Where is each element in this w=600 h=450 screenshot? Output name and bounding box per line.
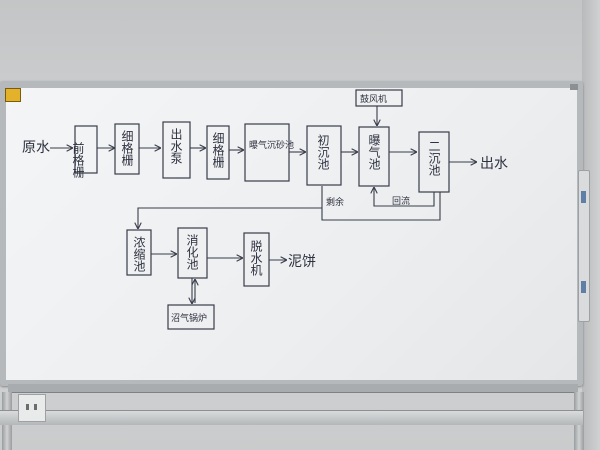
node-label: 浓缩池 bbox=[132, 236, 146, 272]
sludge-to-thickener-line bbox=[138, 207, 322, 228]
node-coarse-screen bbox=[74, 125, 98, 174]
node-label: 曝气池 bbox=[367, 134, 381, 170]
node-primary-clarifier bbox=[306, 125, 342, 186]
marker-tray bbox=[8, 384, 578, 393]
node-label: 细格栅 bbox=[120, 130, 134, 166]
excess-sludge-line bbox=[321, 186, 441, 221]
stand-crossbar bbox=[0, 410, 583, 425]
socket-slot bbox=[26, 404, 29, 410]
sludge-cake-label: 泥饼 bbox=[288, 254, 316, 270]
wall-corner bbox=[582, 0, 600, 450]
side-marker-holder bbox=[578, 170, 590, 322]
node-label: 二沉池 bbox=[427, 140, 441, 176]
return-label: 回流 bbox=[392, 195, 410, 207]
node-label: 前格栅 bbox=[71, 141, 85, 178]
node-aeration-grit bbox=[244, 123, 290, 182]
node-label: 曝气沉砂池 bbox=[249, 139, 294, 151]
power-socket-icon bbox=[18, 394, 46, 422]
node-label: 出水泵 bbox=[169, 128, 183, 164]
marker-strip bbox=[581, 191, 586, 203]
node-blower bbox=[355, 89, 403, 107]
source-label: 原水 bbox=[22, 140, 50, 156]
node-thickener bbox=[126, 229, 152, 276]
node-label: 细格栅 bbox=[211, 132, 225, 168]
frame-corner-clip bbox=[570, 84, 578, 90]
node-aeration-tank bbox=[358, 126, 390, 187]
node-label: 沼气锅炉 bbox=[171, 312, 207, 324]
whiteboard-surface bbox=[6, 88, 577, 380]
excess-label: 剩余 bbox=[326, 196, 344, 208]
node-boiler bbox=[167, 304, 215, 330]
node-pump-well bbox=[162, 121, 191, 179]
effluent-label: 出水 bbox=[480, 156, 508, 172]
node-label: 初沉池 bbox=[316, 134, 330, 170]
socket-slot bbox=[34, 404, 37, 410]
brand-logo-icon bbox=[5, 88, 21, 102]
node-fine-screen-2 bbox=[206, 125, 230, 180]
node-label: 鼓风机 bbox=[360, 93, 387, 105]
node-fine-screen bbox=[114, 123, 140, 175]
return-sludge-line bbox=[374, 188, 435, 207]
marker-strip bbox=[581, 281, 586, 293]
node-label: 脱水机 bbox=[249, 239, 263, 276]
node-label: 消化池 bbox=[185, 234, 199, 270]
